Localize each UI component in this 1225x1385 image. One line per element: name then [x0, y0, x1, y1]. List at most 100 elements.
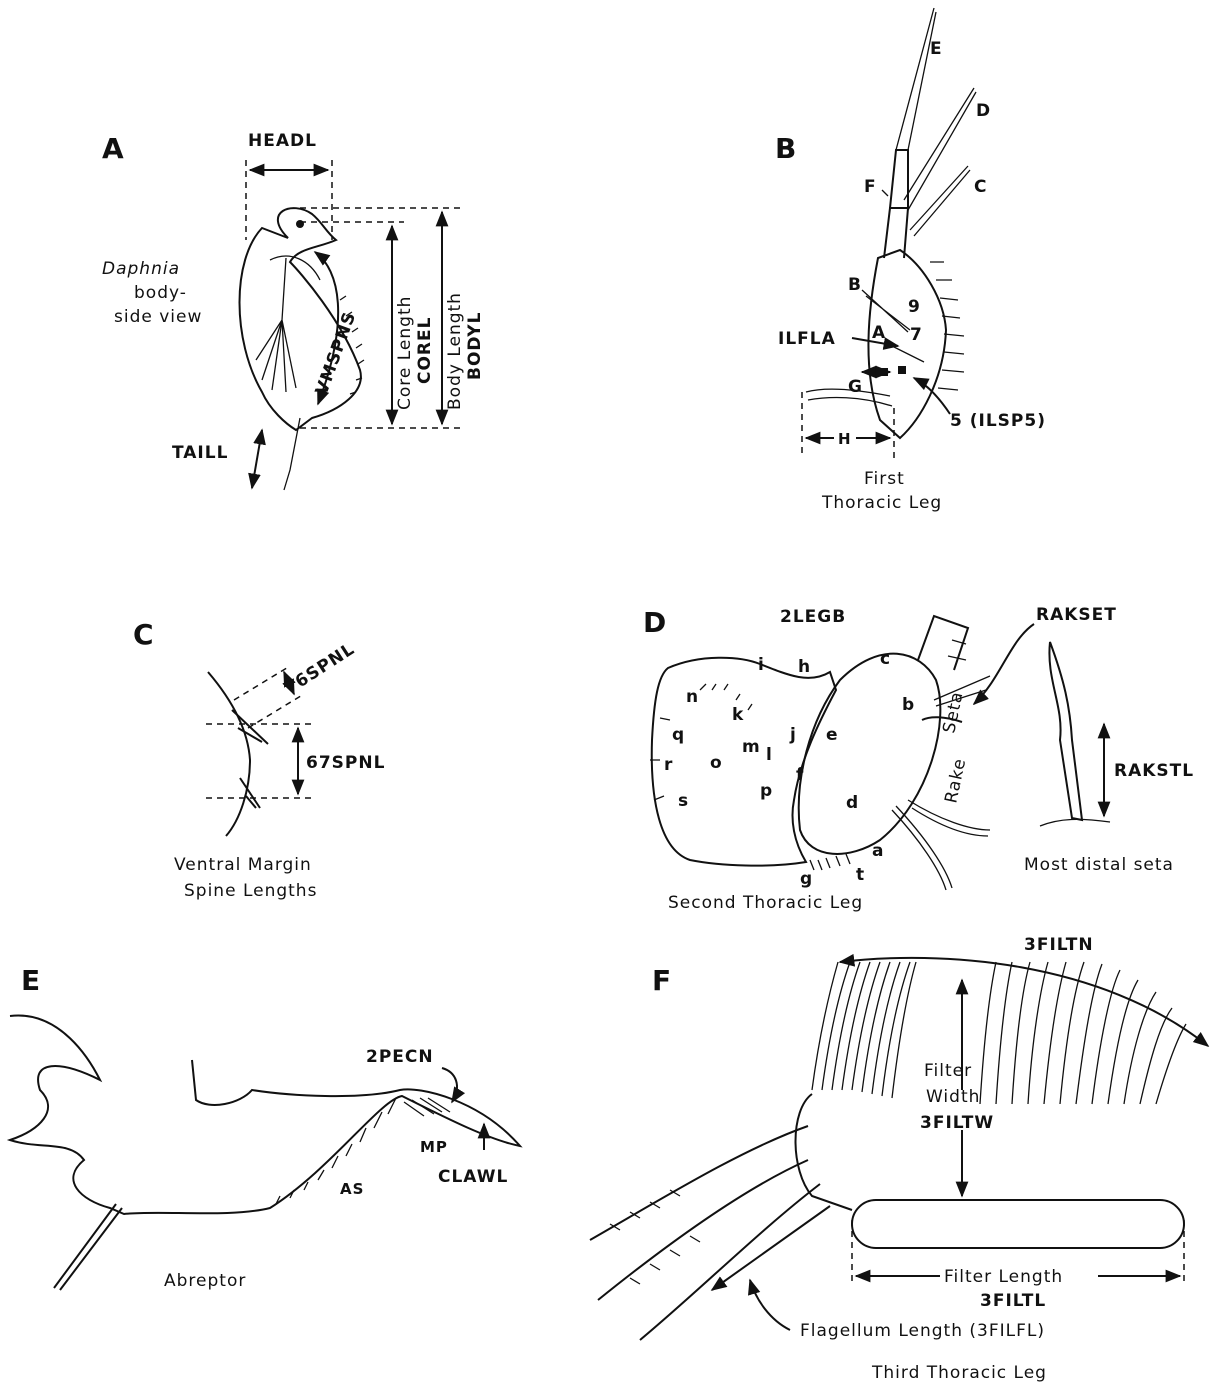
- spine-mark-2: [898, 366, 906, 374]
- seta-a-label: A: [872, 323, 886, 343]
- panel-e-letter: E: [21, 964, 40, 997]
- base-hairs: [810, 854, 850, 870]
- filter-length-label: Filter Length: [944, 1267, 1063, 1287]
- width-label: Width: [926, 1087, 980, 1107]
- panel-f-letter: F: [652, 964, 671, 997]
- letter-s: s: [678, 791, 689, 811]
- distal-seta-drawing: [1049, 642, 1082, 820]
- d-caption: Second Thoracic Leg: [668, 893, 863, 913]
- f-caption: Third Thoracic Leg: [871, 1363, 1047, 1383]
- core-length-label: Core Length: [395, 296, 415, 410]
- seta-e-label: E: [930, 39, 943, 59]
- as-label: AS: [340, 1180, 364, 1198]
- seta-d: [904, 88, 976, 210]
- taill-label: TAILL: [172, 443, 228, 463]
- spnl6-label: 6SPNL: [292, 639, 359, 692]
- letter-i: i: [758, 655, 765, 675]
- filtl-label: 3FILTL: [980, 1291, 1046, 1311]
- panel-a-letter: A: [102, 132, 124, 165]
- most-distal-label: Most distal seta: [1024, 855, 1174, 875]
- flagella-hairs: [610, 1190, 700, 1284]
- mp-label: MP: [420, 1138, 448, 1156]
- corel-label: COREL: [415, 317, 435, 384]
- daphnia-antennae: [256, 258, 296, 392]
- filtn-arrow: [840, 958, 1208, 1046]
- spnl6-guide-b: [248, 694, 304, 728]
- filter-setae-left: [812, 962, 916, 1098]
- filfl-pointer: [750, 1280, 790, 1330]
- num-7-label: 7: [910, 325, 923, 345]
- panel-a: A HEADL VMSPNS Core Length COREL Body Le…: [102, 131, 485, 490]
- letter-t: t: [856, 865, 865, 885]
- spnl67-label: 67SPNL: [306, 753, 385, 773]
- letter-c: c: [880, 649, 891, 669]
- letter-n: n: [686, 687, 699, 707]
- as-spines: [276, 1098, 396, 1204]
- panel-f: F 3FILTN Filter Width 3FILTW Flagellum L…: [590, 935, 1208, 1383]
- filter-label: Filter: [924, 1061, 972, 1081]
- leg-lobe-left: [652, 658, 836, 866]
- seta-d-label: D: [976, 101, 991, 121]
- daphnia-eye: [296, 220, 304, 228]
- seta-b-label: B: [848, 275, 862, 295]
- num-9-label: 9: [908, 297, 921, 317]
- seta-stub-2: [948, 640, 966, 660]
- spnl6-guide-a: [234, 666, 290, 700]
- ilfla-label: ILFLA: [778, 329, 836, 349]
- panel-b-letter: B: [775, 132, 796, 165]
- panel-b: B E D C F B A 9 7 ILFLA G 5 (ILSP5) H Fi…: [775, 8, 1046, 513]
- letter-d: d: [846, 793, 859, 813]
- filtw-label: 3FILTW: [920, 1113, 994, 1133]
- clawl-label: CLAWL: [438, 1167, 508, 1187]
- letter-j: j: [789, 725, 797, 745]
- filtn-label: 3FILTN: [1024, 935, 1094, 955]
- b-caption-2: Thoracic Leg: [821, 493, 942, 513]
- seta-c-label: C: [974, 177, 987, 197]
- letter-b: b: [902, 695, 915, 715]
- lobe-letters: a b c d e f g h i j k l m n o p q r s t: [664, 649, 915, 889]
- seta-g-label: G: [848, 377, 863, 397]
- leg-segment-distal: [890, 150, 908, 208]
- seta-f-label: F: [864, 177, 877, 197]
- view-label-1: body-: [134, 283, 187, 303]
- e-caption: Abreptor: [164, 1271, 246, 1291]
- panel-c: C 6SPNL 67SPNL Ventral Margin Spine Leng…: [133, 618, 385, 901]
- ilsp5-arrow: [914, 378, 950, 414]
- species-label: Daphnia: [102, 259, 180, 279]
- rakset-label: RAKSET: [1036, 605, 1117, 625]
- bodyl-label: BODYL: [465, 312, 485, 380]
- b-caption-1: First: [864, 469, 905, 489]
- letter-g: g: [800, 869, 813, 889]
- c-caption-2: Spine Lengths: [184, 881, 317, 901]
- body-length-label: Body Length: [445, 292, 465, 410]
- letter-p: p: [760, 781, 773, 801]
- letter-f: f: [796, 765, 804, 785]
- distal-seta-base: [1040, 819, 1110, 826]
- letter-r: r: [664, 755, 673, 775]
- panel-d: D 2LEGB a b c d e f g h i j k l m n o: [643, 605, 1194, 913]
- ilsp5-label: 5 (ILSP5): [950, 411, 1046, 431]
- letter-m: m: [742, 737, 761, 757]
- lobe-hairs: [650, 684, 752, 800]
- letter-e: e: [826, 725, 839, 745]
- flagella: [590, 1126, 820, 1340]
- panel-d-letter: D: [643, 606, 666, 639]
- seta-h-label: H: [838, 430, 852, 448]
- c-caption-1: Ventral Margin: [174, 855, 312, 875]
- filfl-arrow: [712, 1206, 830, 1290]
- filter-base: [852, 1200, 1184, 1248]
- letter-h: h: [798, 657, 811, 677]
- letter-o: o: [710, 753, 723, 773]
- filter-setae-right: [980, 962, 1186, 1104]
- daphnia-tail-spine: [284, 418, 300, 490]
- letter-k: k: [732, 705, 744, 725]
- legb-label: 2LEGB: [780, 607, 846, 627]
- leg-segment-right: [799, 654, 941, 854]
- seta-e: [896, 8, 936, 150]
- seta-f: [882, 190, 888, 196]
- leg-body: [796, 1094, 853, 1210]
- seta-a: [888, 344, 924, 362]
- pecn-label: 2PECN: [366, 1047, 434, 1067]
- letter-a: a: [872, 841, 884, 861]
